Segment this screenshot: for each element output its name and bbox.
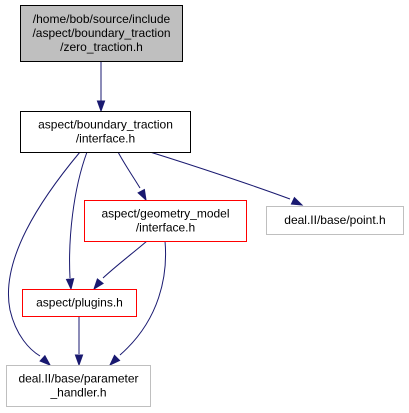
arrowhead [39, 354, 52, 366]
arrowhead [96, 100, 106, 113]
arrowhead [74, 354, 84, 367]
node-box [6, 365, 151, 407]
node-point[interactable]: deal.II/base/point.h [266, 206, 404, 235]
node-box [20, 111, 191, 153]
node-label-line: deal.II/base/point.h [284, 213, 385, 227]
arrowhead [290, 196, 304, 206]
edge-line [149, 151, 291, 200]
edge-line [69, 151, 88, 279]
nodes-layer: /home/bob/source/include/aspect/boundary… [6, 5, 404, 407]
edge-line [8, 151, 81, 357]
node-label-line: aspect/geometry_model [101, 207, 229, 221]
node-box [266, 206, 404, 235]
node-plugins[interactable]: aspect/plugins.h [22, 289, 137, 317]
arrowhead [93, 278, 104, 291]
node-gm-interface[interactable]: aspect/geometry_model/interface.h [84, 200, 247, 242]
node-label-line: /zero_traction.h [60, 40, 143, 54]
edge-gm_interface-to-plugins [93, 240, 148, 291]
node-zero-traction[interactable]: /home/bob/source/include/aspect/boundary… [20, 5, 183, 62]
node-label-line: /interface.h [136, 221, 195, 235]
edge-zero_traction-to-bt_interface [96, 61, 106, 113]
node-label-line: /home/bob/source/include [33, 12, 171, 26]
edge-gm_interface-to-param_handler [108, 240, 167, 367]
edge-bt_interface-to-plugins [65, 151, 88, 291]
arrowhead [108, 354, 121, 367]
node-label-line: aspect/boundary_traction [38, 118, 173, 132]
arrowhead [65, 278, 75, 291]
edge-bt_interface-to-point [149, 151, 304, 206]
node-label-line: /aspect/boundary_traction [32, 26, 170, 40]
arrowhead [137, 188, 147, 202]
edge-line [119, 240, 167, 356]
edge-line [117, 151, 141, 189]
node-param-handler[interactable]: deal.II/base/parameter_handler.h [6, 365, 151, 407]
edge-plugins-to-param_handler [74, 316, 84, 367]
node-label-line: aspect/plugins.h [36, 296, 123, 310]
edge-line [102, 240, 148, 279]
node-label-line: deal.II/base/parameter [18, 372, 138, 386]
node-box [22, 289, 137, 317]
node-box [20, 5, 183, 62]
edge-bt_interface-to-param_handler [8, 151, 81, 366]
node-label-line: /interface.h [76, 132, 135, 146]
node-box [84, 200, 247, 242]
node-label-line: _handler.h [49, 386, 106, 400]
edges-layer [8, 61, 304, 367]
edge-bt_interface-to-gm_interface [117, 151, 147, 202]
node-bt-interface[interactable]: aspect/boundary_traction/interface.h [20, 111, 191, 153]
